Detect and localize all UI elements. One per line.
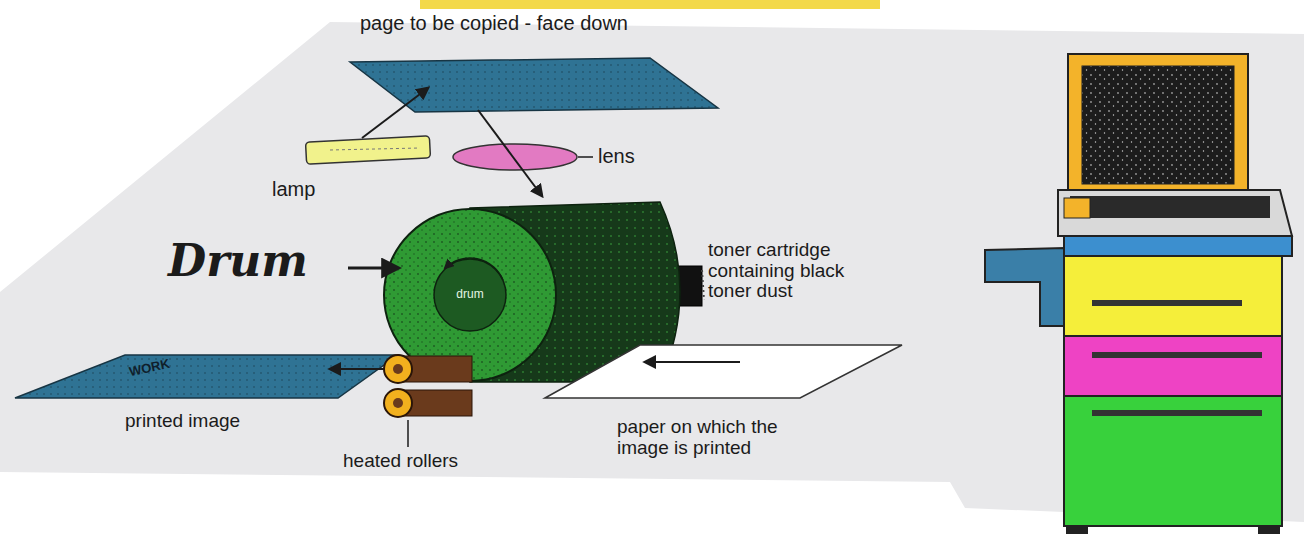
light-ray: [362, 88, 428, 138]
pointer-arrow: [348, 267, 398, 270]
printed-sheet: [15, 355, 398, 398]
roller-end: [384, 389, 412, 417]
drum-end: [384, 209, 556, 381]
part-label: printed image: [125, 410, 240, 432]
light-ray: [478, 110, 542, 196]
part-label: lens: [598, 145, 635, 168]
drum-hub: [434, 259, 506, 331]
leader-line: [407, 420, 409, 447]
roller-axle: [393, 364, 403, 374]
rotation-arrow: [445, 258, 503, 280]
drum-label: drum: [456, 288, 483, 302]
photocopier: [985, 54, 1292, 534]
original-page: [350, 58, 718, 112]
lamp-tube: [306, 136, 431, 164]
part-label: paper on which the image is printed: [617, 417, 817, 458]
paper-direction: [330, 368, 388, 370]
roller-axle: [393, 398, 403, 408]
roller-end: [384, 355, 412, 383]
handwritten-label: Drum: [168, 236, 308, 287]
lamp-filament: [330, 148, 420, 150]
blank-paper: [545, 345, 902, 398]
highlight-strip: [420, 0, 880, 9]
part-label: toner cartridge containing black toner d…: [708, 240, 888, 302]
leader-line: [702, 270, 704, 300]
leader-line: [578, 156, 593, 158]
lens-shape: [453, 144, 577, 170]
part-label: lamp: [272, 178, 315, 201]
part-label: heated rollers: [343, 450, 458, 472]
paper-direction: [645, 361, 740, 363]
part-label: page to be copied - face down: [360, 12, 628, 35]
